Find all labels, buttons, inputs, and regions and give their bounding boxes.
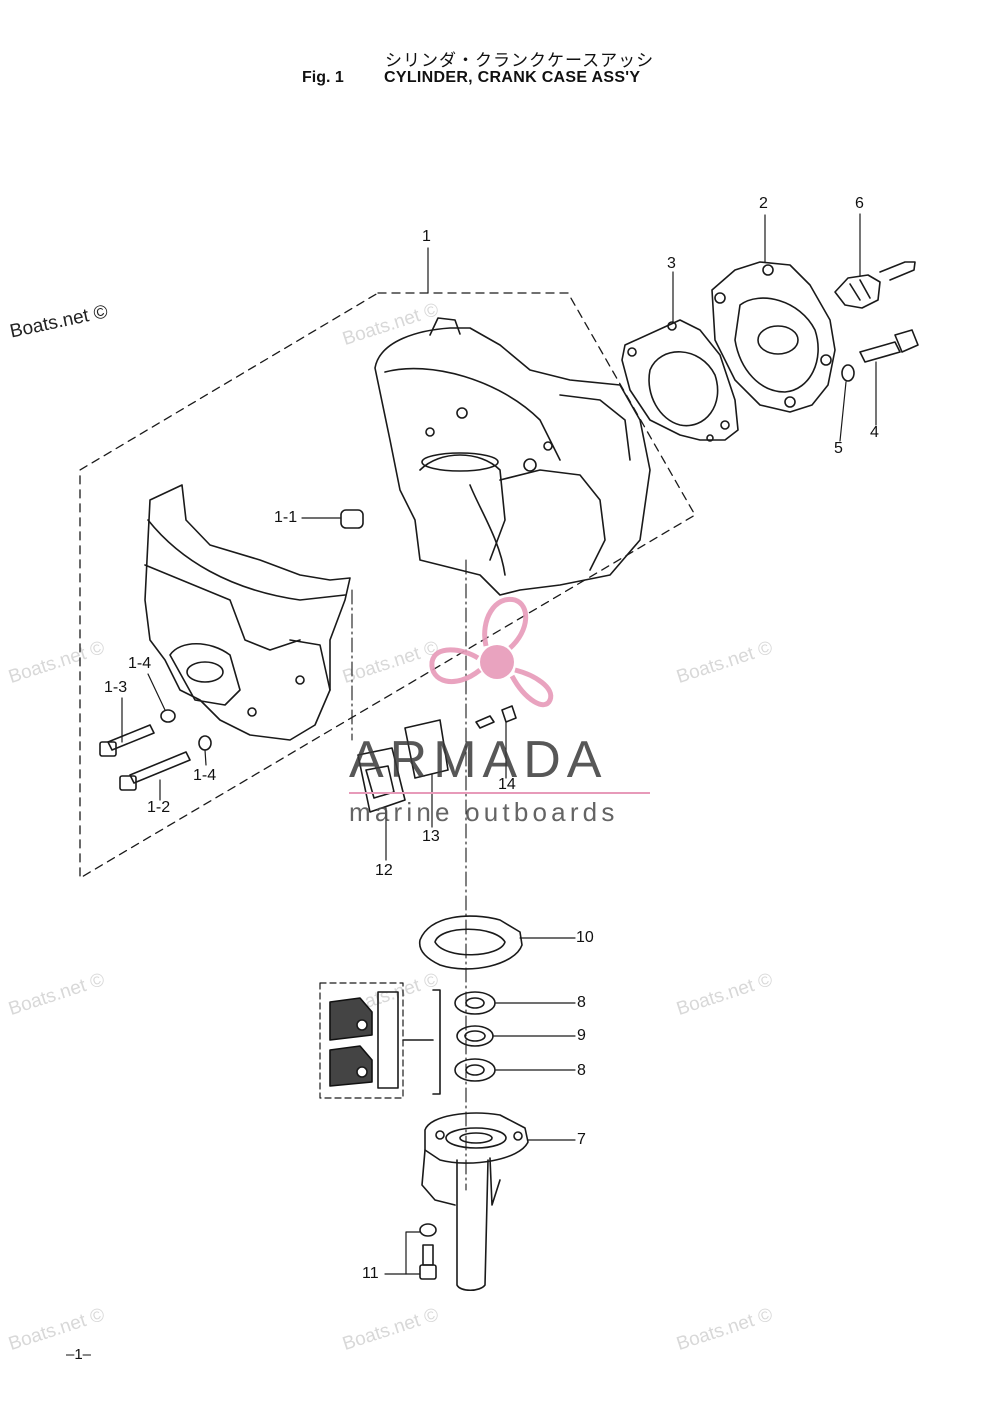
- part-3-gasket: [621, 319, 739, 442]
- leader-lines: [121, 213, 877, 1275]
- part-9-seal: [456, 1025, 494, 1047]
- part-10-gasket: [418, 915, 523, 970]
- part-4-bolt: [859, 329, 919, 363]
- part-13-reed-stopper: [404, 719, 449, 779]
- part-8-seal-upper: [454, 991, 496, 1015]
- part-label-13: 13: [422, 828, 440, 845]
- logo-tagline: marine outboards: [349, 797, 619, 827]
- part-1-1-dowel: [340, 509, 364, 529]
- part-label-7: 7: [577, 1131, 586, 1148]
- part-label-1-1: 1-1: [274, 509, 298, 526]
- seal-cross-section-detail: [319, 982, 441, 1099]
- part-1-3-bolt: [99, 724, 155, 757]
- part-label-11: 11: [362, 1265, 379, 1282]
- part-5-washer: [841, 364, 855, 382]
- armada-propeller-logo: [429, 596, 554, 708]
- part-label-10: 10: [576, 929, 594, 946]
- logo-name: ARMADA: [349, 731, 608, 789]
- part-label-8: 8: [577, 1062, 586, 1079]
- part-label-3: 3: [667, 255, 676, 272]
- part-1-2-bolt: [119, 751, 191, 791]
- part-14-screw: [475, 705, 517, 729]
- part-2-cylinder-head: [711, 261, 836, 413]
- part-label-1-4: 1-4: [193, 767, 217, 784]
- part-label-6: 6: [855, 195, 864, 212]
- part-label-8: 8: [577, 994, 586, 1011]
- part-label-1-2: 1-2: [147, 799, 171, 816]
- part-8-seal-lower: [454, 1058, 496, 1082]
- part-label-14: 14: [498, 776, 516, 793]
- part-label-1: 1: [422, 228, 431, 245]
- crank-case-lower: [144, 484, 351, 741]
- center-axis: [351, 559, 467, 1191]
- crank-case-upper: [374, 317, 651, 596]
- part-label-2: 2: [759, 195, 768, 212]
- part-label-1-3: 1-3: [104, 679, 128, 696]
- part-label-1-4: 1-4: [128, 655, 152, 672]
- page-number: –1–: [66, 1346, 92, 1363]
- assembly-outline: [79, 292, 696, 879]
- part-label-5: 5: [834, 440, 843, 457]
- figure-title: CYLINDER, CRANK CASE ASS'Y: [384, 69, 641, 86]
- part-label-4: 4: [870, 424, 879, 441]
- part-label-9: 9: [577, 1027, 586, 1044]
- part-11-bolt: [419, 1223, 437, 1280]
- part-1-4-washer: [160, 709, 212, 751]
- figure-title-japanese: シリンダ・クランクケースアッシ: [385, 51, 655, 71]
- part-7-seal-housing: [421, 1112, 529, 1292]
- part-label-12: 12: [375, 862, 393, 879]
- figure-number: Fig. 1: [302, 69, 344, 86]
- part-6-spark-plug: [834, 261, 916, 309]
